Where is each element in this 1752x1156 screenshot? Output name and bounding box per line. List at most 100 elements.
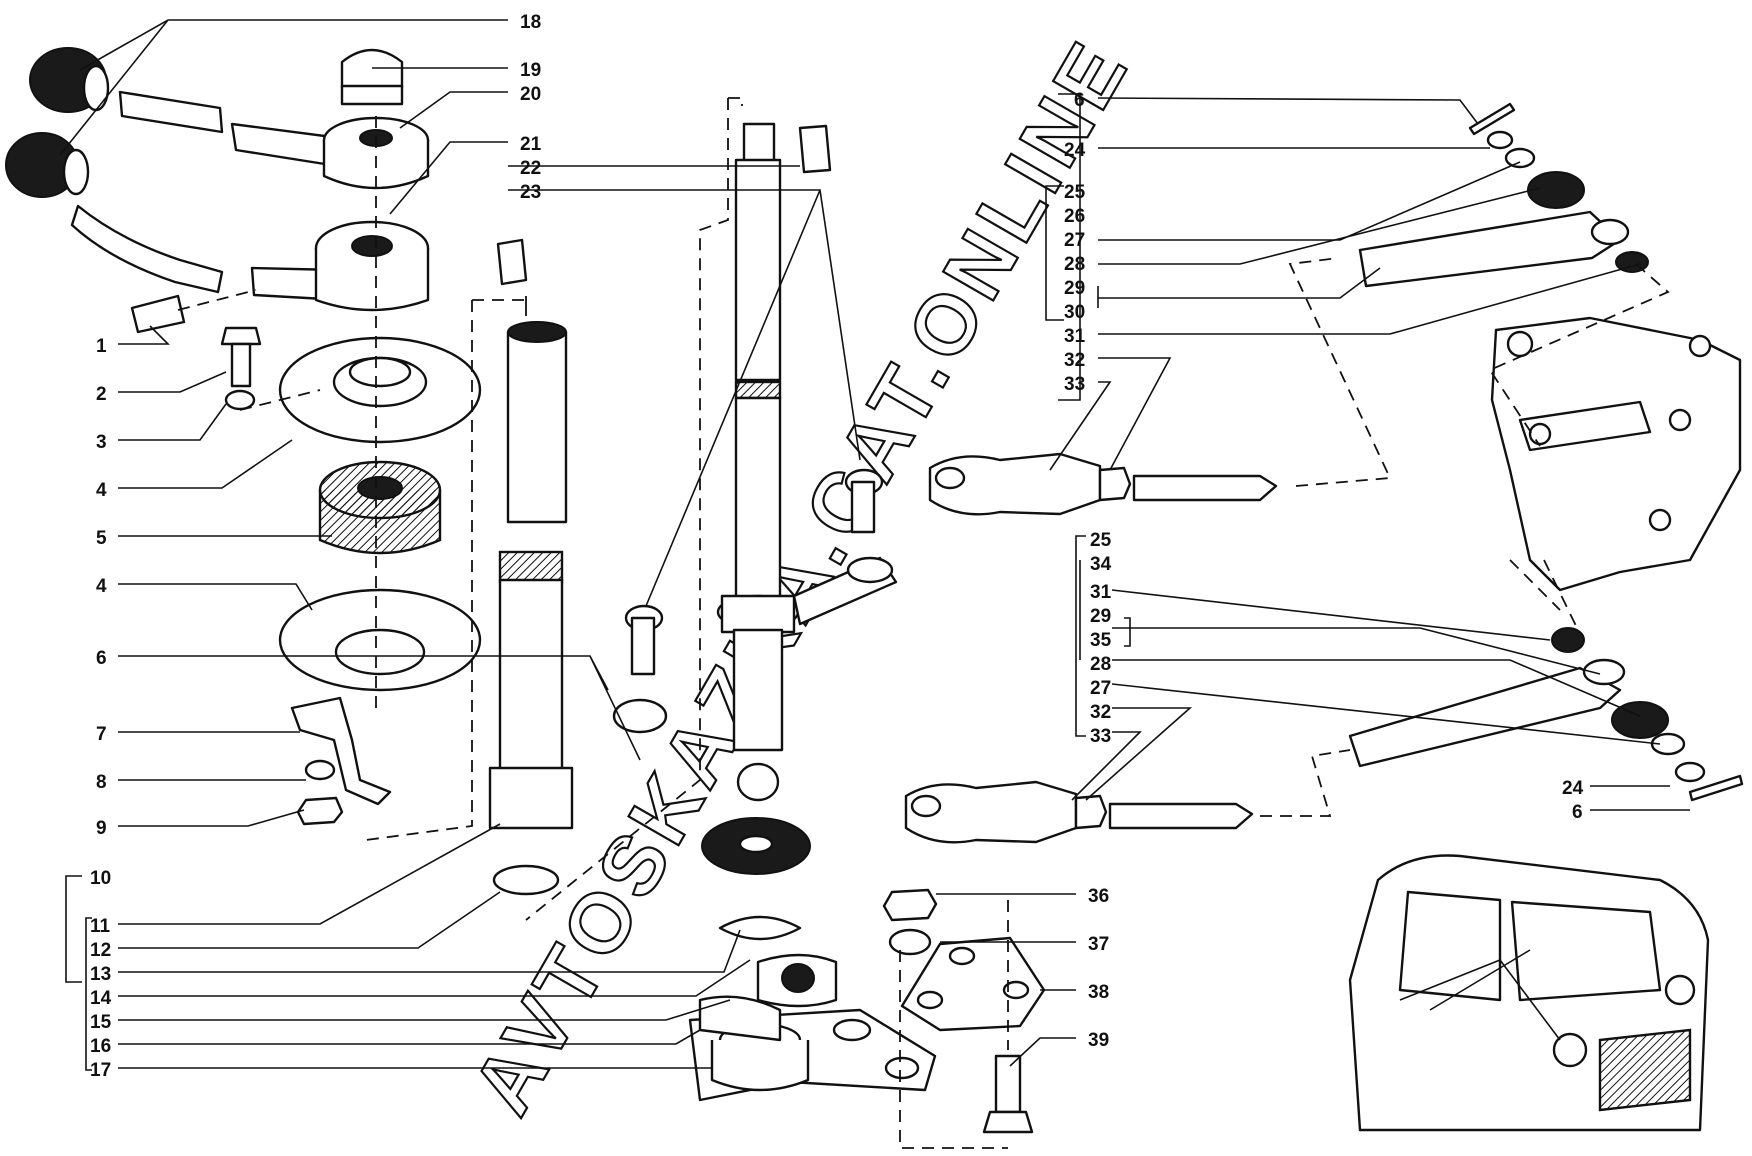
bushing-13: [612, 698, 668, 734]
lever-head-lower: [314, 220, 430, 312]
assembly-line-bottom: [899, 900, 1009, 1149]
rod-eye-upper: [1590, 218, 1630, 246]
callout-lower-32: 32: [1090, 702, 1111, 723]
callout-lower-31: 31: [1090, 582, 1112, 603]
split-bushing: [756, 953, 838, 1008]
callout-12: 12: [90, 940, 111, 961]
callout-5: 5: [96, 528, 107, 549]
callout-14: 14: [90, 988, 112, 1009]
rod-lower: [1348, 666, 1622, 768]
lever-rod-lower: [70, 204, 224, 294]
lever-rod-upper: [118, 90, 224, 134]
callout-1: 1: [96, 336, 107, 357]
assembly-line-lever: [177, 289, 257, 311]
nut-9: [296, 796, 344, 826]
clevis-lower: [904, 780, 1078, 844]
assembly-line-center: [525, 97, 743, 921]
threaded-rod-upper: [1132, 474, 1278, 502]
callout-13: 13: [90, 964, 111, 985]
callout-20: 20: [520, 84, 541, 105]
callout-upper-32: 32: [1064, 350, 1085, 371]
callout-39: 39: [1088, 1030, 1109, 1051]
callout-lower-24: 24: [1562, 778, 1584, 799]
shift-knob-upper: [29, 47, 110, 113]
locknut-lower: [1074, 794, 1108, 830]
washer-upper-2: [1504, 147, 1536, 169]
rubber-pad: [701, 817, 811, 875]
assembly-line-upper-rod: [1288, 257, 1670, 487]
callout-upper-25: 25: [1064, 182, 1086, 203]
shaft-lower: [716, 380, 898, 802]
callout-2: 2: [96, 384, 107, 405]
tube-upper: [506, 321, 568, 524]
key-22: [496, 238, 528, 286]
callout-15: 15: [90, 1012, 112, 1033]
bushing-upper: [1527, 171, 1585, 209]
callout-4a: 4: [96, 480, 107, 501]
callout-upper-26: 26: [1064, 206, 1085, 227]
bolt-2: [220, 326, 262, 388]
callout-21: 21: [520, 134, 542, 155]
callout-17: 17: [90, 1060, 111, 1081]
bracket-7: [290, 696, 392, 806]
callout-23: 23: [520, 182, 541, 203]
washer-3: [224, 389, 256, 411]
bushing-lower: [1611, 701, 1669, 739]
callout-4b: 4: [96, 576, 107, 597]
callout-upper-27: 27: [1064, 230, 1085, 251]
callout-38: 38: [1088, 982, 1109, 1003]
callout-upper-31: 31: [1064, 326, 1086, 347]
washer-24-upper: [1486, 130, 1514, 150]
callout-8: 8: [96, 772, 107, 793]
callout-lower-33: 33: [1090, 726, 1111, 747]
callout-36: 36: [1088, 886, 1109, 907]
washer-lower-2: [1650, 732, 1686, 756]
washer-lower-1: [1551, 627, 1585, 653]
callout-lower-29: 29: [1090, 606, 1111, 627]
assembly-line-bracket: [239, 389, 321, 411]
lock-washer-8: [304, 759, 336, 781]
nut-36: [882, 888, 938, 922]
callouts-left-column: 1 2 3 4 5 4 6 7 8 9 10 11 12 13 14 15 16…: [90, 336, 112, 1081]
rod-eye-lower: [1582, 658, 1626, 686]
callouts-lower-rod: 25 34 31 29 35 28 27 32 33 24 6: [1090, 530, 1584, 823]
callout-lower-6: 6: [1572, 802, 1583, 823]
washer-24-lower: [1674, 761, 1706, 783]
cotter-pin-upper: [1468, 102, 1516, 136]
set-screw: [130, 294, 186, 334]
callout-upper-30: 30: [1064, 302, 1085, 323]
washer-12: [492, 864, 560, 896]
callout-lower-27: 27: [1090, 678, 1111, 699]
gearbox-housing: [1490, 316, 1742, 592]
callout-7: 7: [96, 724, 107, 745]
rubber-bushing-5: [318, 460, 442, 555]
callout-10: 10: [90, 868, 111, 889]
callout-lower-35: 35: [1090, 630, 1112, 651]
callout-37: 37: [1088, 934, 1109, 955]
callout-22: 22: [520, 158, 541, 179]
pin-23: [844, 468, 884, 534]
callout-upper-6: 6: [1074, 90, 1085, 111]
callouts-bottom: 36 37 38 39: [1088, 886, 1109, 1051]
callout-19: 19: [520, 60, 541, 81]
washer-37: [888, 928, 932, 956]
assembly-line-lower-rod: [1260, 559, 1579, 817]
callout-upper-33: 33: [1064, 374, 1085, 395]
snap-ring: [718, 915, 802, 941]
callouts-upper-rod: 6 24 25 26 27 28 29 30 31 32 33: [1064, 90, 1086, 395]
leader-lines: [59, 19, 1690, 1071]
callout-9: 9: [96, 818, 107, 839]
callout-upper-29: 29: [1064, 278, 1085, 299]
tube-lower: [488, 550, 574, 830]
bolt-39: [982, 1054, 1034, 1134]
callout-16: 16: [90, 1036, 111, 1057]
pin-center: [624, 604, 664, 676]
shaft-upper: [734, 122, 782, 382]
callout-lower-25: 25: [1090, 530, 1112, 551]
vehicle-cab: [1348, 854, 1710, 1132]
callout-11: 11: [90, 916, 111, 937]
callout-18: 18: [520, 12, 541, 33]
shift-knob-lower: [5, 132, 90, 198]
callout-6: 6: [96, 648, 107, 669]
